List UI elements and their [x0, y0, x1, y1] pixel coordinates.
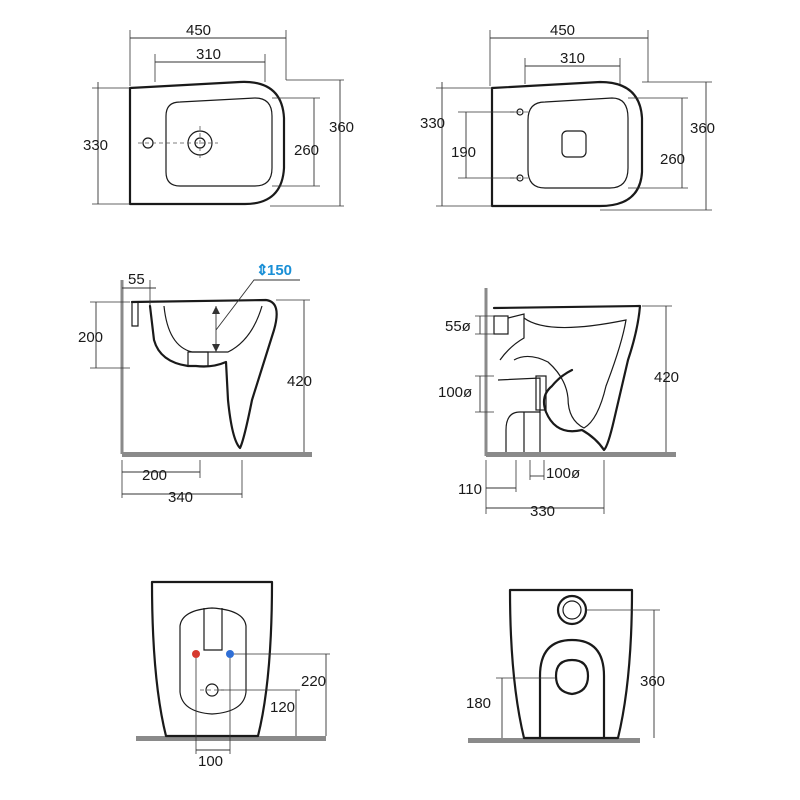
bidet-back-outline [150, 580, 274, 738]
bidet-top-depth-outer: 360 [329, 119, 354, 136]
wc-back-outlet-frame [538, 638, 606, 740]
bidet-back-floor [136, 736, 326, 741]
wc-side-view: 55ø 100ø 420 110 100ø 330 [438, 288, 679, 520]
bidet-top-bowl [165, 97, 273, 187]
bidet-back-hot-valve [192, 650, 200, 658]
bidet-back-recess [179, 607, 247, 715]
wc-side-inlet-diameter: 55ø [445, 318, 471, 335]
wc-side-outlet-diameter: 100ø [438, 384, 472, 401]
bidet-back-slot [203, 608, 223, 651]
wc-back-inlet [556, 594, 588, 626]
wc-back-height-inlet: 360 [640, 673, 665, 690]
wc-side-floor [486, 452, 676, 457]
wc-top-depth-outer: 360 [690, 120, 715, 137]
wc-back-outlet [554, 658, 590, 696]
wc-top-view: 450 310 330 190 260 360 [420, 22, 715, 211]
bidet-side-drain [187, 351, 209, 367]
wc-top-depth-bowl: 260 [660, 151, 685, 168]
bidet-side-view: ⇕ 150 55 200 420 200 340 [78, 262, 312, 506]
bidet-side-water-level: 150 [267, 262, 292, 279]
wc-back-inlet-inner [562, 600, 582, 620]
wc-top-width-inner: 310 [560, 50, 585, 67]
wc-side-inlet [493, 315, 509, 335]
wc-top-depth-holes: 190 [451, 144, 476, 161]
wc-side-outline [492, 304, 642, 452]
wc-top-depth-total: 330 [420, 115, 445, 132]
bidet-top-width-inner: 310 [196, 46, 221, 63]
bidet-back-spacing: 100 [198, 753, 223, 770]
bidet-top-outline [128, 80, 286, 206]
wc-top-bowl [527, 97, 629, 189]
bidet-side-height-inlet: 200 [78, 329, 103, 346]
bidet-back-height-supply: 220 [301, 673, 326, 690]
bidet-side-height-total: 420 [287, 373, 312, 390]
wc-back-outline [508, 588, 634, 740]
wc-back-view: 360 180 [466, 588, 665, 743]
wc-side-height-total: 420 [654, 369, 679, 386]
wc-side-trapway [513, 317, 627, 429]
wc-side-inlet-channel [499, 313, 525, 361]
bidet-side-outline [130, 298, 278, 450]
bidet-side-bowl [163, 305, 263, 353]
bidet-back-view: 220 120 100 [136, 580, 330, 770]
wc-side-floor-outlet: 100ø [546, 465, 580, 482]
bidet-back-cold-valve [226, 650, 234, 658]
bidet-side-depth-total: 340 [168, 489, 193, 506]
bidet-top-depth-bowl: 260 [294, 142, 319, 159]
wc-flush-button [561, 130, 587, 158]
wc-top-outline [490, 80, 644, 208]
bidet-side-floor [122, 452, 312, 457]
wc-back-height-outlet: 180 [466, 695, 491, 712]
bidet-side-rim-offset: 55 [128, 271, 145, 288]
bidet-back-height-waste: 120 [270, 699, 295, 716]
bidet-side-water-level-arrow: ⇕ [256, 262, 269, 279]
wc-side-outlet-pipe-2 [523, 412, 541, 452]
bidet-top-view: 450 310 330 260 360 [83, 22, 354, 207]
wc-top-width-outer: 450 [550, 22, 575, 39]
wc-side-dist-wall: 110 [458, 481, 482, 498]
bidet-side-dist-waste: 200 [142, 467, 167, 484]
bidet-top-depth-total: 330 [83, 137, 108, 154]
wc-side-depth-total: 330 [530, 503, 555, 520]
bidet-top-width-outer: 450 [186, 22, 211, 39]
wc-side-outlet-pipe [497, 377, 541, 452]
wc-back-floor [468, 738, 640, 743]
wc-side-outlet-collar [535, 375, 547, 411]
bidet-side-back-lip [131, 302, 139, 327]
